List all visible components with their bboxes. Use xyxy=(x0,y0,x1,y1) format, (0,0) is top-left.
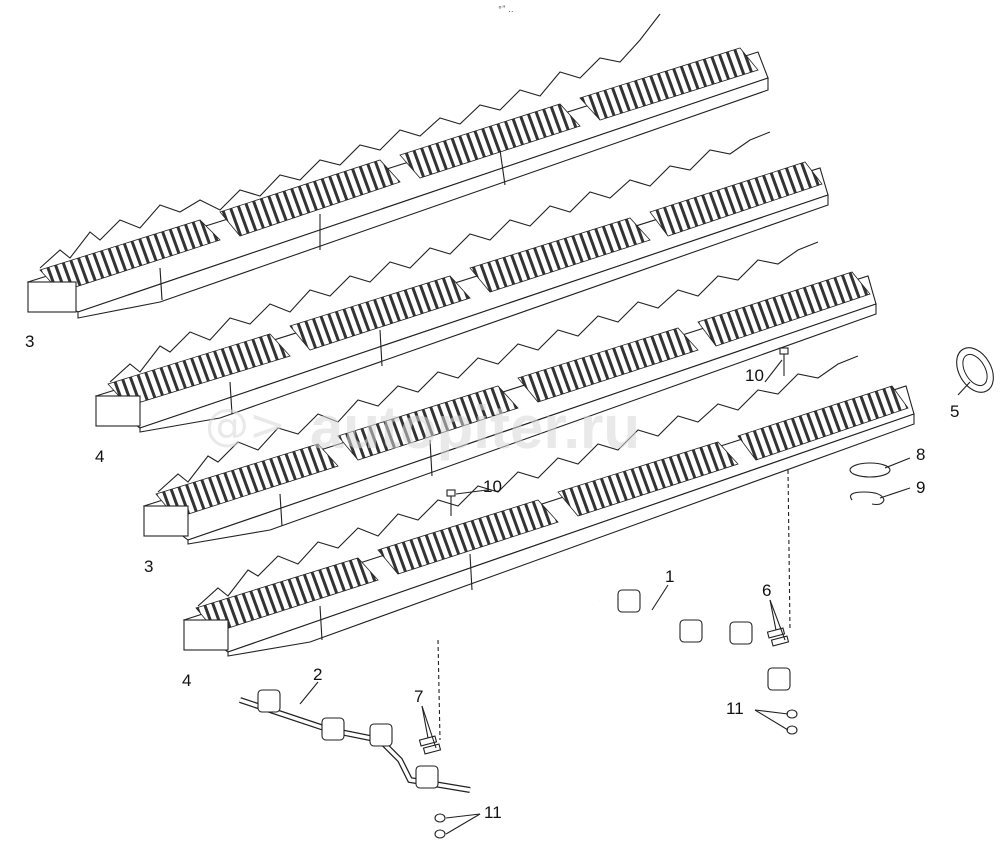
plates-7 xyxy=(418,735,442,755)
nuts-11-b xyxy=(434,813,446,839)
callout-2: 2 xyxy=(313,665,322,684)
callout-4-bottom: 4 xyxy=(182,671,191,690)
step-rail-2 xyxy=(94,131,829,433)
callout-3-lower: 3 xyxy=(144,557,153,576)
watermark-text: autopiter.ru xyxy=(310,394,640,461)
plates-6 xyxy=(766,627,790,647)
watermark-symbol: @> xyxy=(205,400,286,451)
watermark: @> autopiter.ru xyxy=(205,394,640,461)
callout-7: 7 xyxy=(414,687,423,706)
leader-lines xyxy=(299,359,971,835)
top-mark: °ʺ ‥ xyxy=(498,4,514,14)
callout-6: 6 xyxy=(762,581,771,600)
callout-5: 5 xyxy=(950,402,959,421)
bolt-10-a xyxy=(779,347,789,376)
clip-9 xyxy=(849,491,885,506)
callout-10-upper: 10 xyxy=(745,366,764,385)
callout-11-left: 11 xyxy=(484,803,502,822)
callout-10-lower: 10 xyxy=(483,477,502,496)
shaft-assembly-2 xyxy=(239,689,471,793)
callout-8: 8 xyxy=(916,445,925,464)
callout-9: 9 xyxy=(916,478,925,497)
seal-ring-5 xyxy=(956,347,994,393)
callout-4-upper: 4 xyxy=(95,447,104,466)
callout-3-top: 3 xyxy=(25,332,34,351)
shaft-assembly-1 xyxy=(599,589,831,691)
step-rail-3 xyxy=(142,241,877,545)
step-rail-4 xyxy=(182,355,915,657)
ring-8 xyxy=(849,462,891,478)
callout-1: 1 xyxy=(665,567,674,586)
callout-11-right: 11 xyxy=(726,699,744,718)
step-rail-1 xyxy=(26,13,769,319)
nuts-11-a xyxy=(786,709,798,735)
bolt-10-b xyxy=(446,489,456,516)
